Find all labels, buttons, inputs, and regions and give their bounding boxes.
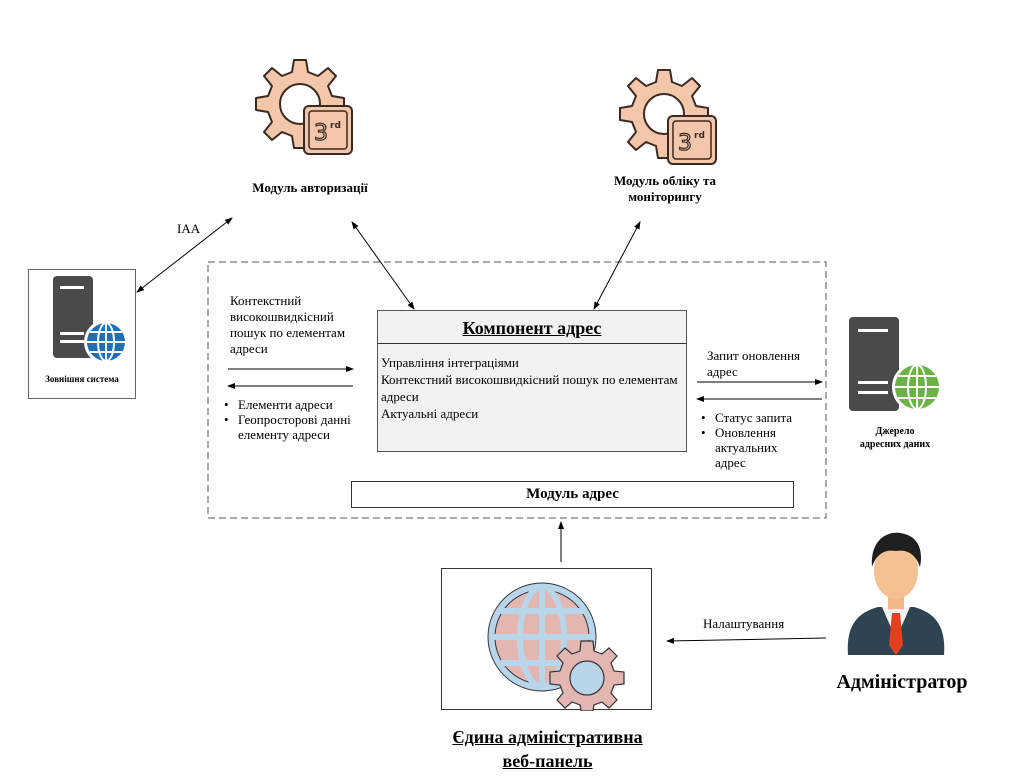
left-request-line: Контекстний: [230, 293, 302, 308]
address-module: Модуль адрес: [351, 481, 794, 508]
admin-panel-label-line2: веб-панель: [502, 751, 593, 771]
data-source-label-line1: Джерело: [875, 426, 915, 437]
right-response-item: Статус запита: [699, 410, 809, 425]
right-response-list: Статус запита Оновлення актуальних адрес: [699, 410, 809, 470]
globe-icon: [892, 362, 942, 412]
monitoring-label-line1: Модуль обліку та: [613, 173, 717, 188]
component-item: Контекстний високошвидкісний пошук по ел…: [381, 372, 678, 404]
settings-label: Налаштування: [703, 616, 785, 631]
left-response-item: Елементи адреси: [222, 397, 357, 412]
right-request-line: Запит оновлення: [707, 348, 801, 363]
server-icon: [849, 317, 899, 411]
component-item: Актуальні адреси: [381, 406, 479, 421]
component-items: Управління інтеграціями Контекстний висо…: [378, 344, 686, 422]
iaa-label: IAA: [177, 221, 201, 236]
external-system-label: Зовнішня система: [45, 374, 119, 384]
auth-component-arrow: [351, 221, 415, 310]
svg-text:rd: rd: [694, 131, 705, 141]
left-request-text: Контекстний високошвидкісний пошук по ел…: [230, 293, 360, 357]
monitoring-module-label: Модуль обліку та моніторингу: [585, 173, 745, 205]
left-response-list: Елементи адреси Геопросторові данні елем…: [222, 397, 357, 442]
person-icon: [847, 532, 945, 655]
right-response-item: Оновлення актуальних адрес: [699, 425, 809, 470]
left-request-line: високошвидкісний: [230, 309, 334, 324]
system-boundary: [207, 261, 827, 519]
address-component: Компонент адрес Управління інтеграціями …: [377, 310, 687, 452]
component-title: Компонент адрес: [378, 311, 686, 344]
component-item: Управління інтеграціями: [381, 355, 519, 370]
svg-text:3: 3: [678, 131, 692, 156]
administrator-avatar: [842, 527, 950, 662]
administrator-label: Адміністратор: [836, 671, 968, 693]
settings-arrow: [666, 637, 827, 644]
left-request-line: пошук по елементам: [230, 325, 346, 340]
monitoring-label-line2: моніторингу: [628, 189, 702, 204]
data-source-label: Джерело адресних даних: [840, 425, 950, 451]
admin-panel-label-line1: Єдина адміністративна: [452, 727, 643, 747]
right-request-text: Запит оновлення адрес: [707, 348, 822, 380]
external-system: Зовнішня система: [28, 269, 136, 399]
auth-module-icon: 3 rd: [248, 56, 358, 160]
globe-icon: [84, 320, 128, 364]
data-source-icon: [845, 315, 945, 415]
admin-panel-label: Єдина адміністративна веб-панель: [410, 725, 685, 773]
left-request-line: адреси: [230, 341, 268, 356]
gear-icon: [549, 640, 625, 711]
svg-text:rd: rd: [330, 121, 341, 131]
admin-panel: [441, 568, 652, 711]
iaa-arrow: [136, 217, 233, 293]
monitoring-component-arrow: [593, 221, 641, 310]
monitoring-module-icon: 3 rd: [612, 66, 722, 170]
right-request-line: адрес: [707, 364, 738, 379]
svg-text:3: 3: [314, 121, 328, 146]
server-icon: [53, 276, 93, 358]
left-response-item: Геопросторові данні елементу адреси: [222, 412, 357, 442]
data-source-label-line2: адресних даних: [859, 439, 931, 450]
auth-module-label: Модуль авторизації: [252, 180, 368, 195]
